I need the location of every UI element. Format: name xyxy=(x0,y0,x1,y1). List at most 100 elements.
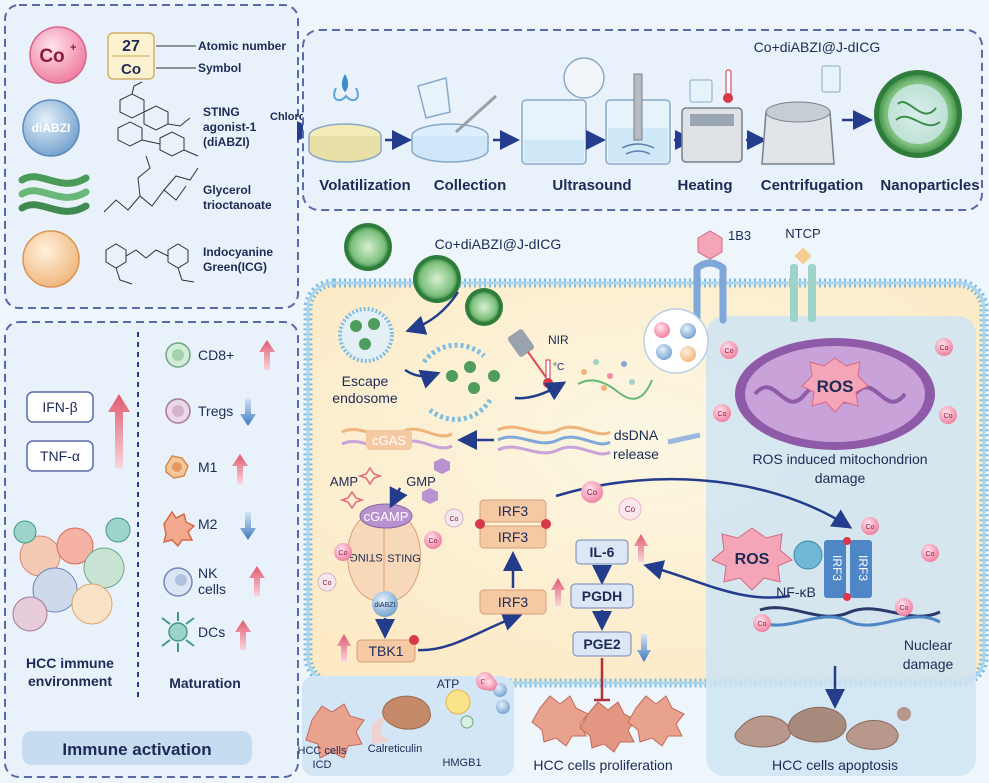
cobalt-ion-legend: Co + xyxy=(29,26,87,84)
dsdna-strands xyxy=(497,425,611,456)
cell-row-dcs: DCs xyxy=(161,612,251,652)
legend-panel xyxy=(4,4,299,309)
sting-right-label: STING xyxy=(387,553,421,565)
icd-label-2: ICD xyxy=(313,759,332,771)
tbk1-node: TBK1 xyxy=(356,635,419,663)
cobalt-circle xyxy=(29,26,87,84)
cobalt-ion-label: Co xyxy=(718,411,727,418)
irf3-dimer-label-1: IRF3 xyxy=(498,503,529,519)
cobalt-ion xyxy=(317,572,337,592)
endosome xyxy=(338,307,394,363)
cell-label-cd8: CD8+ xyxy=(198,347,234,363)
cobalt-ion-label: Co xyxy=(725,348,734,355)
irf3-single-label: IRF3 xyxy=(498,594,529,610)
m2-down-arrow xyxy=(240,512,256,540)
ifn-beta-box xyxy=(26,391,94,423)
collection-dish xyxy=(411,77,498,163)
diabzi-structure-icon xyxy=(117,81,199,157)
cytokine-list: IFN-β TNF-α xyxy=(26,391,130,472)
icg-legend: Indocyanine Green(ICG) xyxy=(22,230,273,288)
ros-burst-nucleus: ROS xyxy=(711,527,793,591)
cgamp-label: cGAMP xyxy=(364,509,409,524)
released-particles xyxy=(577,359,653,400)
escape-arrow xyxy=(404,368,441,389)
immune-activation-label: Immune activation xyxy=(62,740,211,759)
cell-row-tregs: Tregs xyxy=(165,398,256,426)
pge2-label: PGE2 xyxy=(583,636,621,652)
cell-label-nk-2: cells xyxy=(198,581,226,597)
cell-label-tregs: Tregs xyxy=(198,403,233,419)
tnf-alpha-box xyxy=(26,440,94,472)
cobalt-ion xyxy=(334,543,352,561)
icg-label-1: Indocyanine xyxy=(203,245,273,259)
thermo-unit-label: °C xyxy=(553,362,564,373)
cobalt-ion xyxy=(939,406,957,424)
nuclear-damage-label-2: damage xyxy=(903,656,954,672)
cobalt-ion xyxy=(444,508,464,528)
cobalt-ion xyxy=(921,544,939,562)
ros-mito-label: ROS xyxy=(817,377,854,396)
incoming-nanoparticles xyxy=(344,223,503,326)
step-label-nanoparticles: Nanoparticles xyxy=(880,177,979,194)
heating-bath xyxy=(681,69,743,163)
cobalt-ion xyxy=(581,481,603,503)
immune-cell-list: CD8+ Tregs M1 M2 NK cells DCs xyxy=(161,340,275,652)
escape-label-2: endosome xyxy=(332,390,398,406)
irf3-node: IRF3 xyxy=(479,589,547,615)
immune-cell-cluster xyxy=(12,517,131,632)
cgas-label: cGAS xyxy=(372,433,406,448)
cobalt-ion-label: Co xyxy=(866,524,875,531)
icg-structure-icon xyxy=(105,243,195,285)
ros-burst-mito: ROS xyxy=(801,357,869,413)
diabzi-circle-label: diABZI xyxy=(32,121,71,135)
receptor-1b3: 1B3 xyxy=(693,228,751,324)
cobalt-ion-label: Co xyxy=(339,550,348,557)
pge2-down-arrow xyxy=(637,634,651,662)
atp-label: ATP xyxy=(437,677,459,691)
cobalt-ion xyxy=(935,338,953,356)
nir-laser-icon: NIR xyxy=(507,329,569,381)
cell-row-cd8: CD8+ xyxy=(165,340,275,370)
cobalt-ions: Co Co Co Co Co Co Co Co Co Co Co Co Co C… xyxy=(317,338,957,690)
m1-up-arrow xyxy=(232,454,248,484)
payload-bubble xyxy=(643,308,709,374)
apoptotic-cells xyxy=(734,706,911,750)
tbk1-label: TBK1 xyxy=(368,643,403,659)
cell-row-nk: NK cells xyxy=(163,565,265,597)
atomic-number: 27 xyxy=(122,38,140,55)
dcs-up-arrow xyxy=(235,620,251,650)
cobalt-ion xyxy=(861,517,879,535)
icg-circle xyxy=(22,230,80,288)
maturation-label: Maturation xyxy=(169,675,241,691)
glycerol-legend: Glycerol trioctanoate xyxy=(18,155,272,215)
immune-panel xyxy=(4,321,299,778)
glycerol-structure-icon xyxy=(103,155,199,213)
amp-label: AMP xyxy=(330,474,358,489)
mito-damage-label-1: ROS induced mitochondrion xyxy=(752,451,927,467)
ruptured-endosome xyxy=(421,342,500,422)
cd8-up-arrow xyxy=(259,340,275,370)
nfkb-label: NF-κB xyxy=(776,584,816,600)
amp-gmp-icons xyxy=(339,458,450,510)
cobalt-ion-label: Co xyxy=(900,605,909,612)
nanoparticle-icon xyxy=(874,70,962,158)
element-card: 27 Co Atomic number Symbol xyxy=(107,32,286,80)
hmgb1-label: HMGB1 xyxy=(442,757,481,769)
step-label-heating: Heating xyxy=(677,177,732,194)
sting-left-label: STING xyxy=(349,551,383,563)
gmp-to-cgamp-arrow xyxy=(389,486,408,509)
sting-label-3: (diABZI) xyxy=(203,135,250,149)
cobalt-ion-label: Co xyxy=(429,538,438,545)
cobalt-ion xyxy=(895,598,913,616)
centrifuge xyxy=(761,65,841,165)
cell-label-dcs: DCs xyxy=(198,624,225,640)
escape-label-1: Escape xyxy=(342,373,389,389)
cobalt-symbol: Co xyxy=(39,46,64,67)
calreticulin-label: Calreticulin xyxy=(368,743,422,755)
ifn-beta-label: IFN-β xyxy=(42,399,77,415)
proliferation-label: HCC cells proliferation xyxy=(533,757,672,773)
mito-damage-label-2: damage xyxy=(815,470,866,486)
cell-label-m1: M1 xyxy=(198,459,218,475)
cobalt-ion xyxy=(713,404,731,422)
cobalt-ion xyxy=(424,531,442,549)
